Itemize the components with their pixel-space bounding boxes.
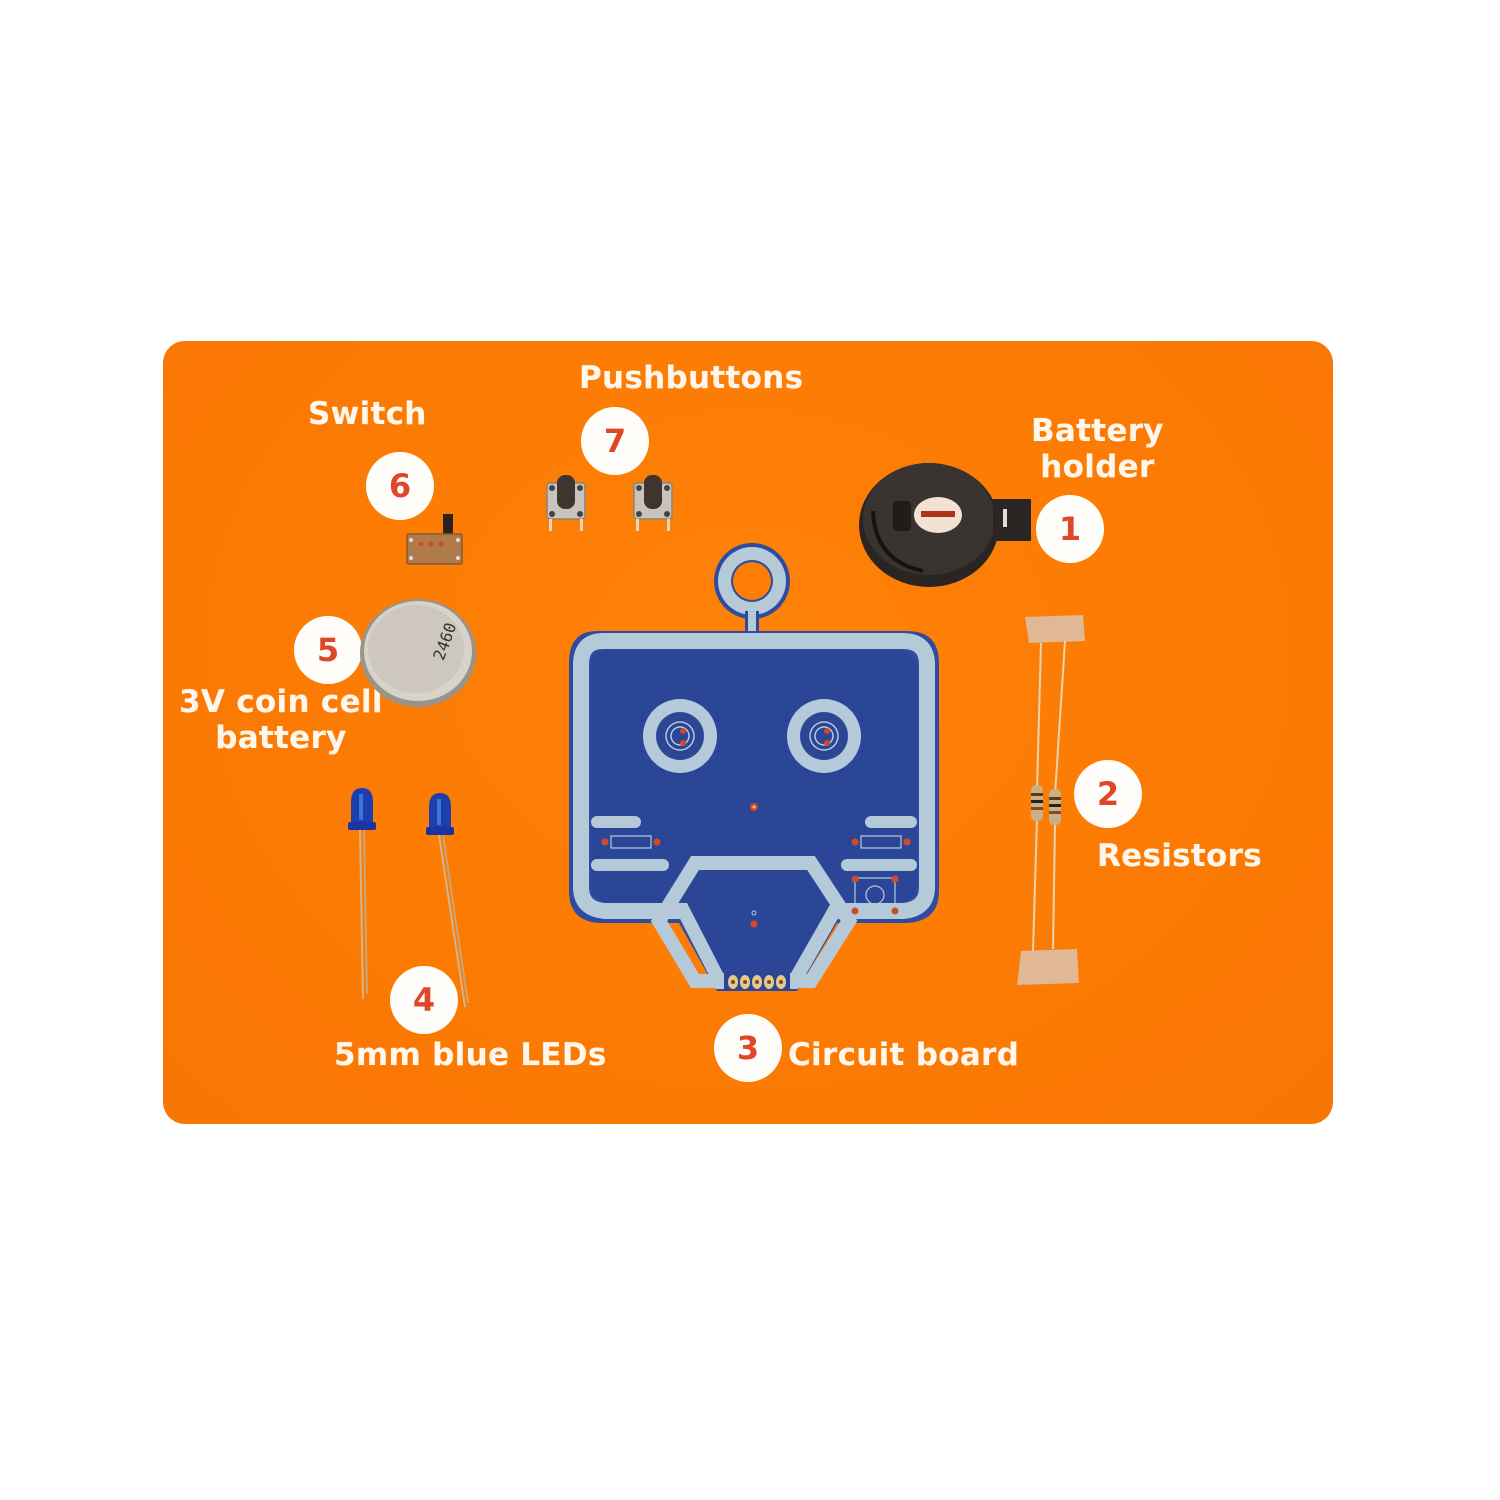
badge-1: 1: [1036, 495, 1104, 563]
resistors-icon: [1017, 615, 1085, 985]
badge-3: 3: [714, 1014, 782, 1082]
label-blue-leds: 5mm blue LEDs: [334, 1037, 607, 1073]
label-coin-cell-line1: 3V coin cell: [179, 684, 383, 720]
battery-holder-icon: [859, 463, 1031, 587]
pushbutton-icon: [633, 475, 673, 531]
badge-6: 6: [366, 452, 434, 520]
label-circuit-board: Circuit board: [788, 1037, 1020, 1073]
slide-switch-icon: [406, 514, 463, 565]
blue-led-icon: [348, 788, 376, 1000]
label-switch: Switch: [308, 396, 427, 432]
badge-4: 4: [390, 966, 458, 1034]
badge-7: 7: [581, 407, 649, 475]
circuit-board-icon: [569, 543, 939, 991]
badge-5: 5: [294, 616, 362, 684]
pushbutton-icon: [546, 475, 586, 531]
label-battery-holder-line2: holder: [1040, 449, 1155, 485]
label-battery-holder-line1: Battery: [1031, 413, 1164, 449]
label-resistors: Resistors: [1097, 838, 1262, 874]
components-panel: Switch 6 Pushbuttons 7 Battery holder 1 …: [163, 341, 1333, 1124]
coin-cell-battery-icon: 2460: [360, 599, 476, 707]
label-coin-cell-battery: 3V coin cell battery: [179, 684, 383, 756]
blue-led-icon: [426, 793, 469, 1008]
label-coin-cell-line2: battery: [215, 720, 347, 756]
label-battery-holder: Battery holder: [1031, 413, 1164, 485]
badge-2: 2: [1074, 760, 1142, 828]
label-pushbuttons: Pushbuttons: [579, 360, 804, 396]
